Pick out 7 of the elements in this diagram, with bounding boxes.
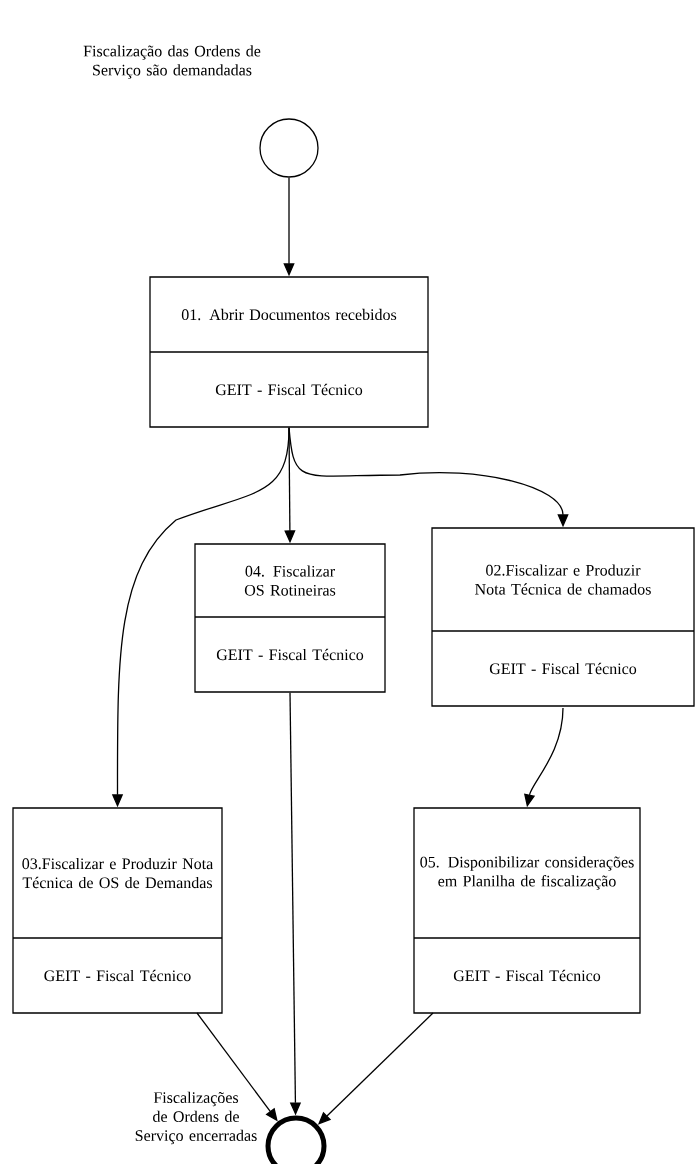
task-box: 01. Abrir Documentos recebidos GEIT - Fiscal Técnico	[149, 276, 429, 428]
task-box: 04. Fiscalizar OS Rotineiras GEIT - Fiscal Técnico	[194, 543, 386, 693]
event-label: Fiscalização das Ordens de Serviço são demandadas	[83, 45, 261, 79]
task-box: 03.Fiscalizar e Produzir Nota Técnica de OS de Demandas GEIT - Fiscal Técnico	[12, 807, 223, 1014]
task-box: 05. Disponibilizar considerações em Planilha de fiscalização GEIT - Fiscal Técnico	[413, 807, 641, 1014]
event-label: Fiscalizações de Ordens de Serviço encerradas	[135, 1091, 257, 1145]
task-box: 02.Fiscalizar e Produzir Nota Técnica de chamados GEIT - Fiscal Técnico	[431, 527, 695, 707]
